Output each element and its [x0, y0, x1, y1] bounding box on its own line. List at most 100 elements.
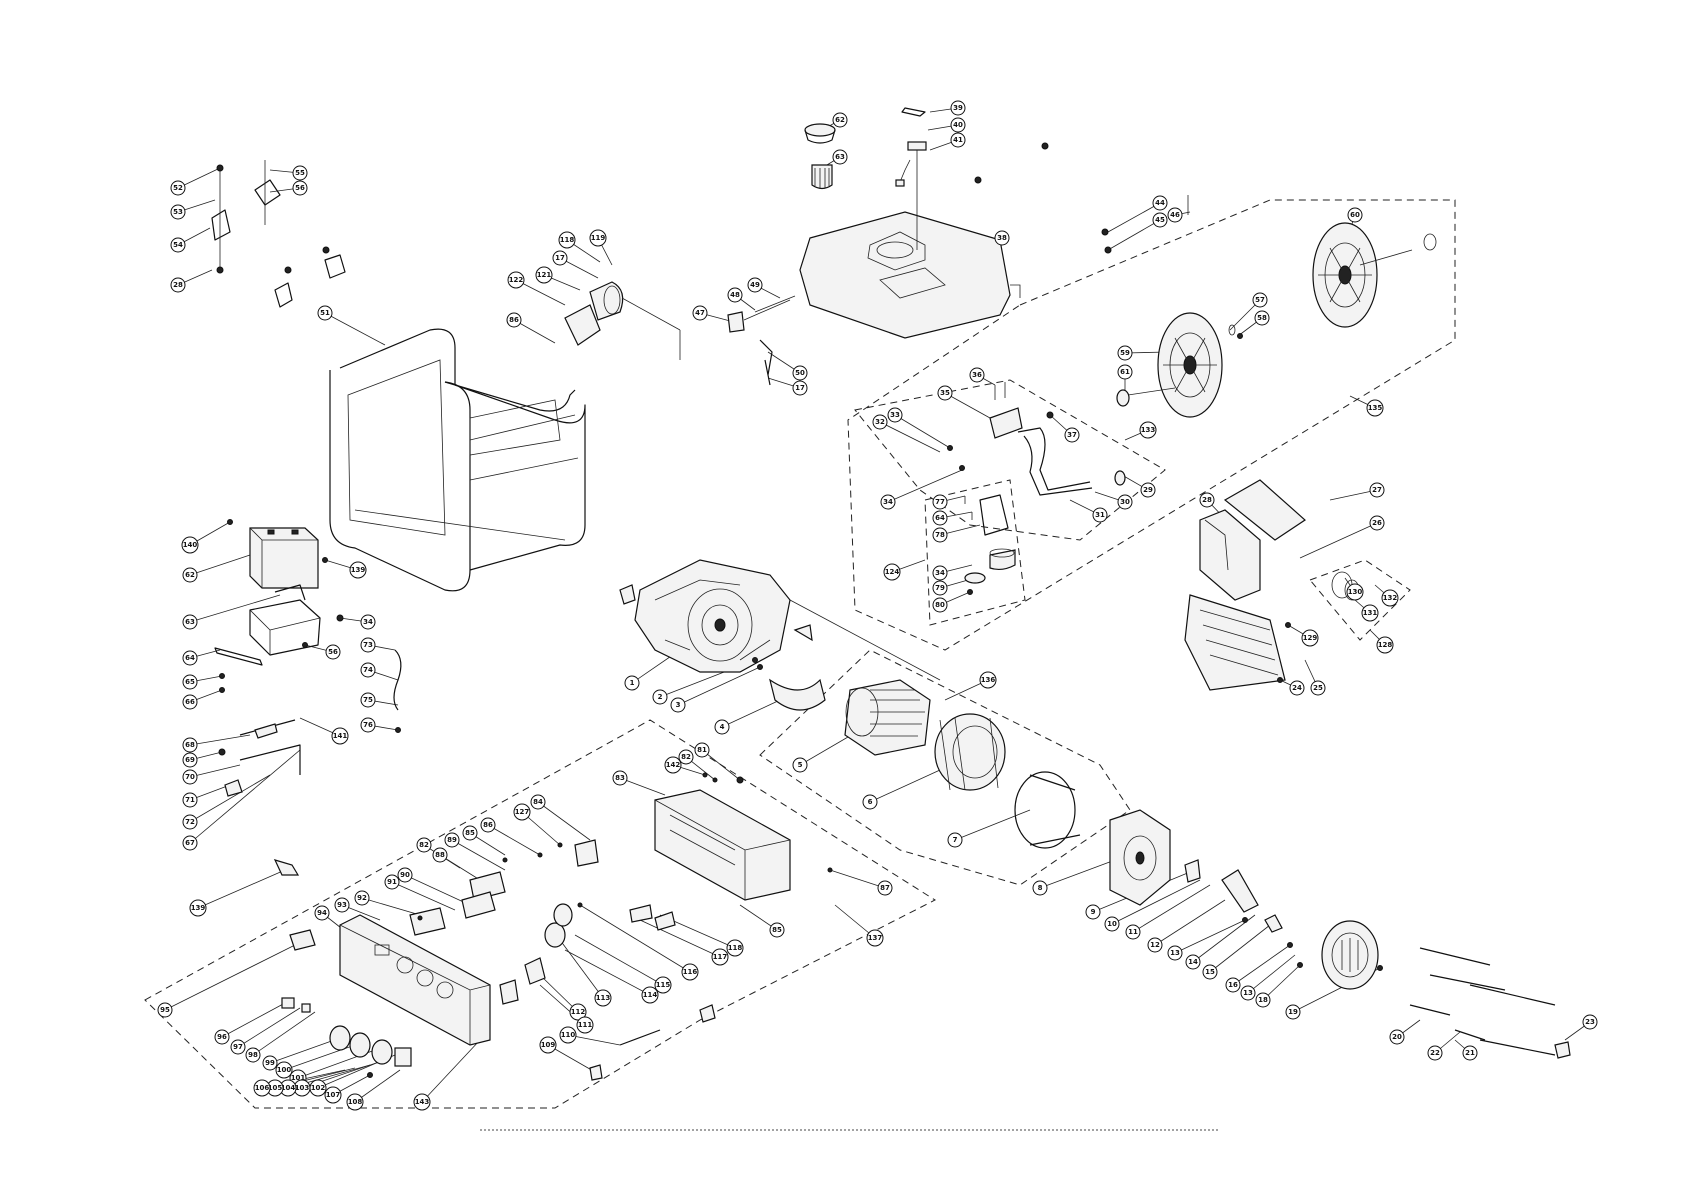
callout-91: 91 [384, 874, 400, 890]
callout-bubble [354, 890, 370, 906]
callout-58: 58 [1254, 310, 1270, 326]
callout-132: 132 [1381, 589, 1399, 607]
leader-line-115 [574, 934, 664, 986]
callout-number: 96 [217, 1033, 227, 1041]
callout-number: 118 [560, 236, 575, 244]
callout-94: 94 [314, 905, 330, 921]
callout-number: 109 [541, 1041, 556, 1049]
leader-line-68 [189, 734, 251, 746]
callout-bubble [1462, 1045, 1478, 1061]
callout-bubble [589, 229, 607, 247]
leader-line-8 [1039, 859, 1116, 889]
callout-number: 75 [363, 696, 373, 704]
callout-number: 80 [935, 601, 945, 609]
leader-line-44 [1107, 202, 1161, 233]
callout-10: 10 [1104, 916, 1120, 932]
fuel-tank-part-38 [799, 211, 1021, 339]
callout-131: 131 [1361, 604, 1379, 622]
callout-number: 107 [326, 1091, 341, 1099]
callout-number: 20 [1392, 1033, 1402, 1041]
leader-line-51 [324, 312, 386, 346]
callout-number: 55 [295, 169, 305, 177]
callout-46: 46 [1167, 207, 1183, 223]
leader-line-110 [567, 1034, 621, 1046]
callout-number: 33 [890, 411, 900, 419]
callout-107: 107 [324, 1086, 342, 1104]
muffler-bracket-part-124 [964, 494, 1016, 595]
callout-bubble [157, 1002, 173, 1018]
callout-40: 40 [950, 117, 966, 133]
callout-bubble [866, 929, 884, 947]
callout-bubble [641, 986, 659, 1004]
callout-bubble [535, 266, 553, 284]
callout-25: 25 [1310, 680, 1326, 696]
callout-bubble [253, 1079, 271, 1097]
callout-number: 68 [185, 741, 195, 749]
callout-bubble [932, 527, 948, 543]
callout-number: 21 [1465, 1049, 1475, 1057]
callout-bubble [182, 737, 198, 753]
callout-bubble [594, 989, 612, 1007]
callout-number: 63 [835, 153, 845, 161]
callout-number: 70 [185, 773, 195, 781]
callout-bubble [1310, 680, 1326, 696]
callout-136: 136 [979, 671, 997, 689]
callout-bubble [360, 637, 376, 653]
cable-clip-part-139 [273, 859, 300, 876]
callout-128: 128 [1376, 636, 1394, 654]
callout-36: 36 [969, 367, 985, 383]
leader-line-35 [944, 392, 991, 419]
callout-61: 61 [1117, 364, 1133, 380]
callout-number: 62 [185, 571, 195, 579]
callout-39: 39 [950, 100, 966, 116]
leader-line-13 [1247, 954, 1296, 994]
callout-bubble [664, 756, 682, 774]
callout-number: 94 [317, 909, 327, 917]
leader-line-16 [1232, 944, 1291, 986]
leader-line-33 [894, 414, 951, 449]
callout-66: 66 [182, 694, 198, 710]
callout-number: 60 [1350, 211, 1360, 219]
callout-112: 112 [569, 1003, 587, 1021]
callout-93: 93 [334, 897, 350, 913]
callout-bubble [1092, 507, 1108, 523]
callout-bubble [360, 614, 376, 630]
brush-and-avr-parts [1184, 859, 1303, 968]
callout-29: 29 [1140, 482, 1156, 498]
leader-line-99 [269, 1037, 341, 1064]
leader-line-81 [701, 749, 741, 781]
callout-number: 76 [363, 721, 373, 729]
callout-bubble [360, 717, 376, 733]
callout-76: 76 [360, 717, 376, 733]
callout-number: 100 [277, 1066, 292, 1074]
callout-number: 26 [1372, 519, 1382, 527]
callout-number: 69 [185, 756, 195, 764]
callout-bubble [1032, 880, 1048, 896]
callout-34: 34 [880, 494, 896, 510]
callout-number: 37 [1067, 431, 1077, 439]
frame-part-51 [329, 328, 586, 592]
panel-outlets [281, 997, 412, 1078]
callout-99: 99 [262, 1055, 278, 1071]
callout-bubble [711, 948, 729, 966]
callout-37: 37 [1064, 427, 1080, 443]
callout-74: 74 [360, 662, 376, 678]
callout-number: 17 [555, 254, 565, 262]
callout-121: 121 [535, 266, 553, 284]
callout-70: 70 [182, 769, 198, 785]
callout-number: 28 [173, 281, 183, 289]
callout-bubble [887, 407, 903, 423]
callout-bubble [727, 287, 743, 303]
callout-number: 14 [1188, 958, 1198, 966]
callout-bubble [245, 1047, 261, 1063]
callout-124: 124 [883, 563, 901, 581]
callout-bubble [513, 803, 531, 821]
callout-bubble [397, 867, 413, 883]
callout-bubble [1347, 207, 1363, 223]
callout-bubble [694, 742, 710, 758]
callout-number: 119 [591, 234, 606, 242]
callout-number: 129 [1303, 634, 1318, 642]
callout-bubble [1152, 212, 1168, 228]
callout-32: 32 [872, 414, 888, 430]
